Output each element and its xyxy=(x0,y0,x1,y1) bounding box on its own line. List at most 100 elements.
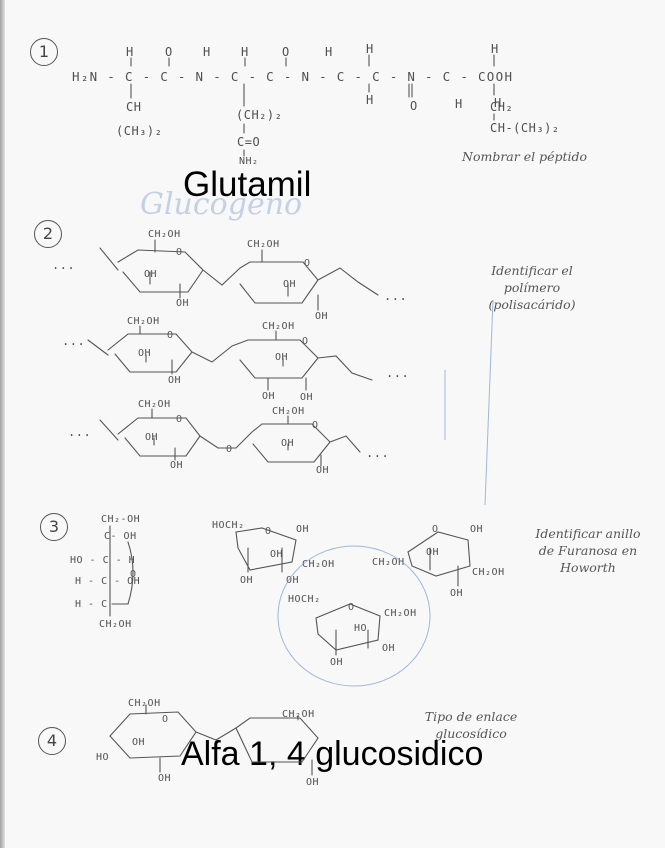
q3-ring2-oh-b: OH xyxy=(330,657,344,668)
q3-ring1-oh-d: OH xyxy=(286,575,300,586)
q1-below-h2: H xyxy=(455,97,463,111)
q2-r3-oh-c: OH xyxy=(281,438,295,449)
q2-r2-oh-e: OH xyxy=(300,392,314,403)
q1-h1: H xyxy=(126,45,134,59)
q2-r3-ch2oh-b: CH₂OH xyxy=(272,406,305,417)
q4-disaccharide: O xyxy=(109,704,319,776)
q3-ring3-oh-c: OH xyxy=(450,588,464,599)
q2-glycogen-row-2: O O xyxy=(87,325,373,391)
q3-ring3-ch2oh-a: CH₂OH xyxy=(372,557,405,568)
svg-text:O: O xyxy=(312,420,318,431)
q3-ring3-oh-a: OH xyxy=(470,524,484,535)
q3-ring3-oh-b: OH xyxy=(426,547,440,558)
svg-text:O: O xyxy=(130,569,136,580)
q3-ring2-ch2oh: CH₂OH xyxy=(384,608,417,619)
q1-side2-nh2: NH₂ xyxy=(239,156,259,167)
q1-instruction: Nombrar el péptido xyxy=(462,149,588,164)
q2-glycogen-row-3: O O O xyxy=(99,408,361,467)
q2-instruction: Identificar el polímero (polisacárido) xyxy=(488,263,576,312)
q3-ring2-ho: HO xyxy=(354,623,368,634)
q2-r2-ellipsis-left: ... xyxy=(62,334,86,348)
q2-r1-ellipsis-right: ... xyxy=(384,289,408,303)
q3-ring3-ch2oh-b: CH₂OH xyxy=(472,567,505,578)
q4-ring1-ho: HO xyxy=(96,752,110,763)
q2-r2-oh-d: OH xyxy=(262,391,276,402)
q3-ring1-oh-a: OH xyxy=(296,524,310,535)
q1-h6: H xyxy=(491,42,499,56)
answer-4-label: Alfa 1, 4 glucosidico xyxy=(181,735,484,773)
page-left-edge xyxy=(0,0,5,848)
q3-answer-circle xyxy=(277,545,431,687)
q2-r2-oh-a: OH xyxy=(138,348,152,359)
q2-glycogen-row-1: O O xyxy=(99,239,379,311)
blue-pen-stroke-2 xyxy=(484,299,494,506)
q2-r2-oh-b: OH xyxy=(168,375,182,386)
svg-text:O: O xyxy=(226,444,232,455)
q1-side4-ch3: CH-(CH₃)₂ xyxy=(490,121,560,135)
q2-r2-oh-c: OH xyxy=(275,352,289,363)
q2-r1-ellipsis-left: ... xyxy=(52,258,76,272)
svg-text:O: O xyxy=(304,258,310,269)
svg-text:O: O xyxy=(162,714,168,725)
q1-h4: H xyxy=(325,45,333,59)
question-number-3: 3 xyxy=(40,513,68,541)
q2-r2-ellipsis-right: ... xyxy=(386,366,410,380)
q1-bonds xyxy=(130,54,495,157)
q4-instruction: Tipo de enlace glucosídico xyxy=(424,709,518,741)
q3-ring1-oh-c: OH xyxy=(240,575,254,586)
q3-ring-1: O xyxy=(235,526,297,573)
q4-ring2-ch2oh: CH₂OH xyxy=(282,709,315,720)
q2-r3-ellipsis-right: ... xyxy=(366,446,390,460)
q3-ring-3: O xyxy=(407,524,471,587)
q2-r3-oh-a: OH xyxy=(145,432,159,443)
svg-text:O: O xyxy=(167,330,173,341)
svg-text:O: O xyxy=(432,524,438,535)
q3-ring1-oh-b: OH xyxy=(270,549,284,560)
q1-o1: O xyxy=(165,45,173,59)
q3-fischer-lines: O xyxy=(109,525,136,617)
q1-h5: H xyxy=(366,42,374,56)
q3-fischer-1: CH₂-OH xyxy=(101,514,141,525)
q1-peptide-backbone: H₂N - C - C - N - C - C - N - C - C - N … xyxy=(72,69,514,84)
q3-fischer-2: C- OH xyxy=(104,531,137,542)
q3-ring2-hoch2: HOCH₂ xyxy=(288,594,321,605)
q2-r1-oh-d: OH xyxy=(315,311,329,322)
q1-below-h1: H xyxy=(366,93,374,107)
q2-r3-oh-b: OH xyxy=(170,460,184,471)
q4-ring1-oh-a: OH xyxy=(132,737,146,748)
q2-r3-ellipsis-left: ... xyxy=(68,425,92,439)
q3-ring-2: O xyxy=(315,602,381,656)
q1-h3: H xyxy=(241,45,249,59)
q1-below-h3: H xyxy=(494,96,502,110)
q1-side2-ch2: (CH₂)₂ xyxy=(236,108,283,122)
svg-text:O: O xyxy=(176,247,182,258)
q2-r2-ch2oh-a: CH₂OH xyxy=(127,316,160,327)
q1-side2-co: C=O xyxy=(237,135,261,149)
q2-r2-ch2oh-b: CH₂OH xyxy=(262,321,295,332)
svg-text:O: O xyxy=(176,414,182,425)
q1-below-o: O xyxy=(410,99,418,113)
q2-r1-oh-c: OH xyxy=(283,279,297,290)
q2-r3-oh-d: OH xyxy=(316,465,330,476)
question-number-2: 2 xyxy=(34,220,62,248)
q1-side1-ch: CH xyxy=(126,100,142,114)
q1-side4-ch2: CH₂ xyxy=(490,100,514,114)
q4-ring1-oh-b: OH xyxy=(158,773,172,784)
q2-r1-ch2oh-b: CH₂OH xyxy=(247,239,280,250)
q3-fischer-3: HO - C - H xyxy=(70,555,136,566)
q2-r1-oh-b: OH xyxy=(176,298,190,309)
q1-h2: H xyxy=(203,45,211,59)
q2-r1-ch2oh-a: CH₂OH xyxy=(148,229,181,240)
q4-ring2-oh: OH xyxy=(306,777,320,788)
svg-text:O: O xyxy=(302,336,308,347)
q2-r3-ch2oh-a: CH₂OH xyxy=(138,399,171,410)
q3-ring2-oh-a: OH xyxy=(382,643,396,654)
q3-ring1-ch2oh: CH₂OH xyxy=(302,559,335,570)
q3-instruction: Identificar anillo de Furanosa en Howort… xyxy=(535,526,641,575)
svg-text:O: O xyxy=(265,526,271,537)
q4-ring1-ch2oh: CH₂OH xyxy=(128,698,161,709)
q3-fischer-6: CH₂OH xyxy=(99,619,132,630)
q3-fischer-5: H - C xyxy=(75,599,108,610)
q3-fischer-4: H - C - OH xyxy=(75,576,141,587)
